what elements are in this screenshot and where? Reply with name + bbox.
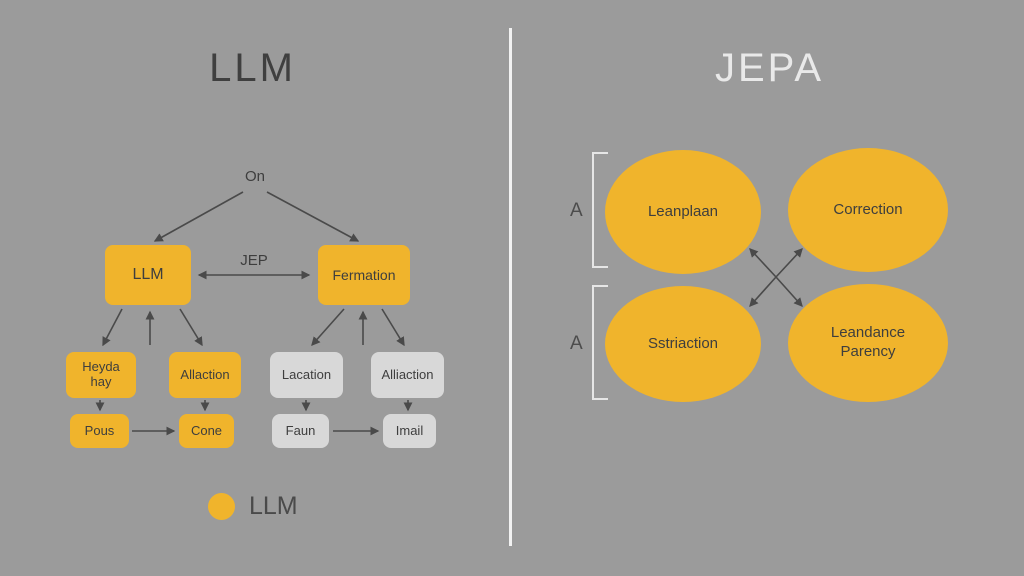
node-imail: Imail: [383, 414, 436, 448]
legend-yellow-dot-icon: [208, 493, 235, 520]
ellipse-leandance-line2: Parency: [840, 343, 896, 360]
ellipse-correction-label: Correction: [833, 200, 903, 218]
cross-arrow-top-right: [775, 248, 803, 278]
node-heyda-hay: Heyda hay: [66, 352, 136, 398]
tree-root-label: On: [244, 168, 265, 185]
node-pous: Pous: [70, 414, 129, 448]
node-alliaction-label: Alliaction: [381, 366, 434, 382]
arrow-fermation-to-alliaction: [381, 308, 405, 347]
tree-edge-label: JEP: [240, 252, 268, 269]
ellipse-leandance-parency: Leandance Parency: [788, 284, 948, 402]
node-allaction: Allaction: [169, 352, 241, 398]
ellipse-leanplaan-label: Leanplaan: [647, 202, 719, 220]
bracket-top-icon: [592, 152, 608, 268]
node-fermation-label: Fermation: [332, 266, 396, 283]
node-llm-label: LLM: [132, 265, 164, 283]
arrow-llm-to-heyda: [102, 308, 123, 347]
arrow-on-to-llm: [153, 191, 244, 242]
cross-arrow-bottom-right: [775, 276, 803, 308]
node-imail-label: Imail: [395, 422, 424, 438]
bracket-bottom-label: A: [570, 333, 583, 354]
ellipse-sstriaction-label: Sstriaction: [647, 334, 719, 352]
node-cone: Cone: [179, 414, 234, 448]
cross-arrow-bottom-left: [749, 276, 777, 308]
node-alliaction: Alliaction: [371, 352, 444, 398]
node-faun-label: Faun: [285, 422, 316, 438]
arrow-on-to-fermation: [266, 191, 360, 242]
right-panel-title: JEPA: [714, 46, 825, 90]
legend: LLM: [208, 492, 298, 521]
ellipse-sstriaction: Sstriaction: [605, 286, 761, 402]
node-heyda-line2: hay: [90, 374, 112, 389]
node-faun: Faun: [272, 414, 329, 448]
node-lacation: Lacation: [270, 352, 343, 398]
ellipse-leanplaan: Leanplaan: [605, 150, 761, 274]
cross-arrow-top-left: [749, 248, 777, 278]
arrow-fermation-to-lacation: [311, 308, 345, 347]
node-cone-label: Cone: [190, 422, 223, 438]
left-panel-title: LLM: [209, 46, 296, 90]
arrow-llm-to-allaction: [179, 308, 203, 347]
node-allaction-label: Allaction: [180, 366, 230, 382]
node-llm: LLM: [105, 245, 191, 305]
bracket-top-label: A: [570, 200, 583, 221]
panel-divider: [509, 28, 512, 546]
legend-label: LLM: [249, 492, 298, 520]
bracket-bottom-icon: [592, 285, 608, 400]
node-pous-label: Pous: [84, 422, 115, 438]
node-fermation: Fermation: [318, 245, 410, 305]
node-heyda-line1: Heyda: [82, 359, 120, 375]
node-lacation-label: Lacation: [281, 366, 332, 382]
ellipse-leandance-line1: Leandance: [830, 324, 906, 342]
ellipse-correction: Correction: [788, 148, 948, 272]
